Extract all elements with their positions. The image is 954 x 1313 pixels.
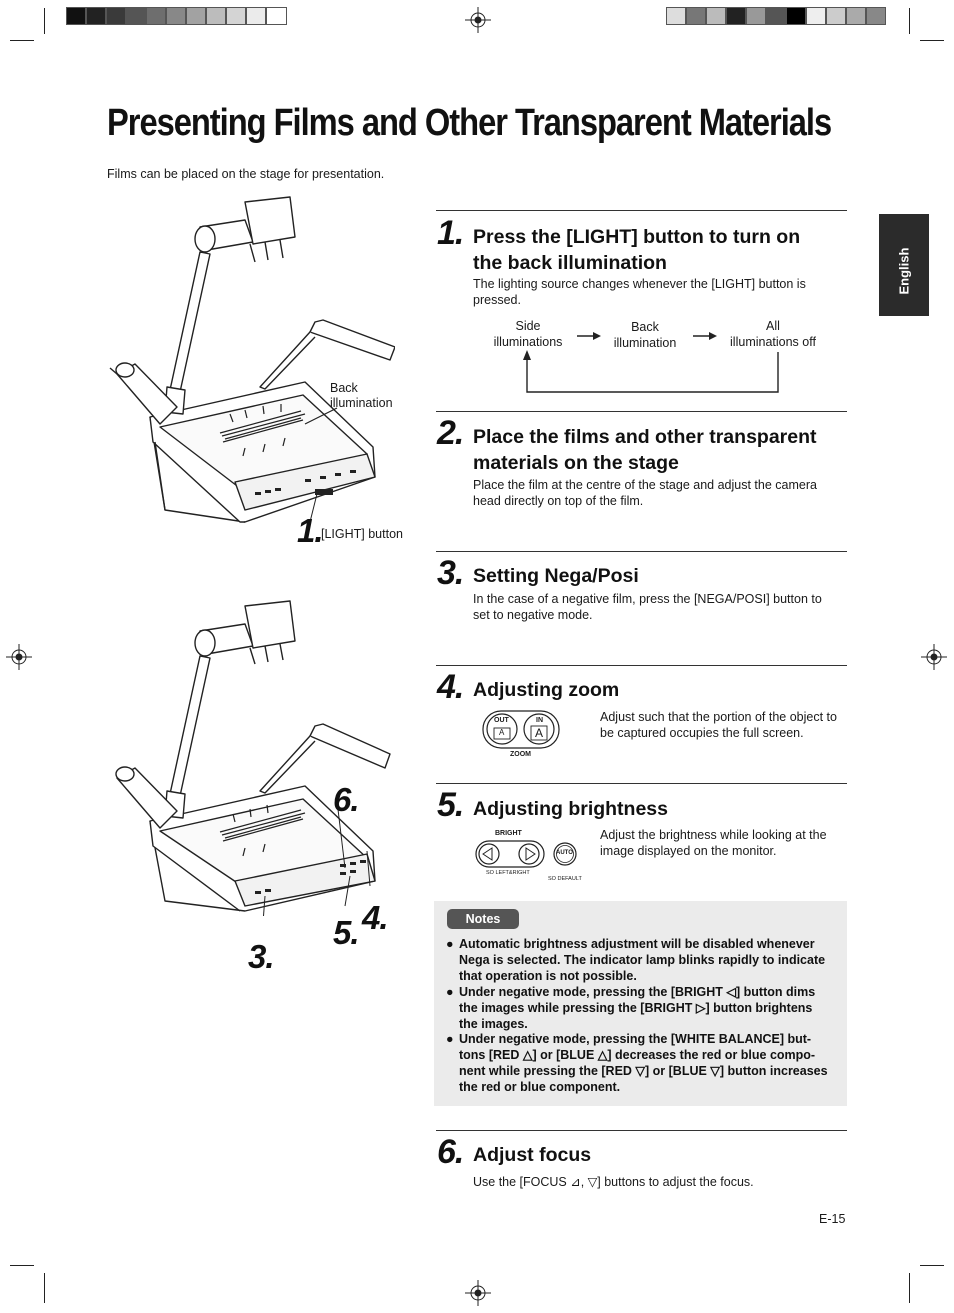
step-4-heading: Adjusting zoom bbox=[473, 679, 620, 701]
step-1-body-line1: The lighting source changes whenever the… bbox=[473, 277, 806, 291]
step-5-rule bbox=[436, 783, 847, 784]
registration-mark-top-icon bbox=[465, 7, 491, 33]
back-illumination-label: Back illumination bbox=[330, 381, 393, 411]
zoom-caption: ZOOM bbox=[510, 751, 531, 758]
callout-step-5: 5. bbox=[333, 914, 360, 951]
step-5-body-line2: image displayed on the monitor. bbox=[600, 844, 777, 858]
step-2-heading: Place the films and other transparent ma… bbox=[473, 424, 817, 476]
step-3-heading: Setting Nega/Posi bbox=[473, 565, 639, 587]
note-1-line3: that operation is not possible. bbox=[459, 969, 637, 983]
zoom-in-button[interactable]: IN bbox=[536, 717, 543, 724]
flow-side-illuminations: Side illuminations bbox=[478, 318, 578, 350]
page-title: Presenting Films and Other Transparent M… bbox=[107, 102, 832, 144]
flow-side-line2: illuminations bbox=[493, 335, 563, 349]
step-5-body: Adjust the brightness while looking at t… bbox=[600, 827, 827, 859]
step-6-number: 6. bbox=[437, 1133, 464, 1171]
step-1-heading-line1: Press the [LIGHT] button to turn on bbox=[473, 226, 801, 248]
step-4-body: Adjust such that the portion of the obje… bbox=[600, 709, 837, 741]
step-3-body-line2: set to negative mode. bbox=[473, 608, 593, 622]
note-item-2: ● Under negative mode, pressing the [BRI… bbox=[446, 984, 838, 1032]
step-3-body: In the case of a negative film, press th… bbox=[473, 591, 822, 623]
visual-presenter-illustration-2 bbox=[115, 600, 391, 916]
notes-badge: Notes bbox=[447, 909, 519, 929]
step-6-rule bbox=[436, 1130, 847, 1131]
note-3-line2: tons [RED △] or [BLUE △] decreases the r… bbox=[459, 1048, 816, 1062]
bright-caption-right: SO DEFAULT bbox=[548, 876, 582, 882]
flow-back-illumination: Back illumination bbox=[600, 319, 690, 351]
step-4-number: 4. bbox=[437, 668, 464, 706]
step-6-heading: Adjust focus bbox=[473, 1144, 592, 1166]
step-2-body-line1: Place the film at the centre of the stag… bbox=[473, 478, 817, 492]
flow-back-line1: Back bbox=[631, 320, 659, 334]
registration-mark-right-icon bbox=[921, 644, 947, 670]
step-5-number: 5. bbox=[437, 786, 464, 824]
bullet-icon: ● bbox=[446, 937, 454, 951]
step-1-body-line2: pressed. bbox=[473, 293, 521, 307]
intro-text: Films can be placed on the stage for pre… bbox=[107, 167, 385, 181]
flow-off-line2: illuminations off bbox=[730, 335, 816, 349]
step-2-number: 2. bbox=[437, 414, 464, 452]
bullet-icon: ● bbox=[446, 985, 454, 999]
bright-buttons-drawing bbox=[475, 840, 577, 868]
light-button-label: [LIGHT] button bbox=[321, 527, 403, 541]
step-4-rule bbox=[436, 665, 847, 666]
step-5-heading: Adjusting brightness bbox=[473, 798, 668, 820]
note-3-line3: nent while pressing the [RED ▽] or [BLUE… bbox=[459, 1064, 828, 1078]
bright-up-button[interactable] bbox=[523, 847, 535, 859]
zoom-out-button[interactable]: OUT bbox=[494, 717, 509, 724]
bright-label: BRIGHT bbox=[495, 830, 522, 837]
callout-step-3: 3. bbox=[248, 938, 275, 975]
registration-mark-left-icon bbox=[6, 644, 32, 670]
step-3-body-line1: In the case of a negative film, press th… bbox=[473, 592, 822, 606]
callout-step-6: 6. bbox=[333, 781, 360, 818]
step-2-heading-line2: materials on the stage bbox=[473, 452, 679, 474]
step-1-body: The lighting source changes whenever the… bbox=[473, 276, 806, 308]
notes-box bbox=[434, 901, 847, 1106]
step-2-heading-line1: Place the films and other transparent bbox=[473, 426, 817, 448]
step-3-rule bbox=[436, 551, 847, 552]
step-4-body-line2: be captured occupies the full screen. bbox=[600, 726, 804, 740]
callout-step-1: 1. bbox=[297, 512, 324, 549]
page-number: E-15 bbox=[819, 1212, 846, 1226]
step-2-body: Place the film at the centre of the stag… bbox=[473, 477, 817, 509]
note-2-line1: Under negative mode, pressing the [BRIGH… bbox=[459, 985, 816, 999]
flow-off-line1: All bbox=[766, 319, 780, 333]
flow-arrows bbox=[523, 332, 779, 393]
zoom-out-key: A bbox=[499, 728, 505, 737]
callout-step-4: 4. bbox=[362, 899, 389, 936]
note-3-line4: the red or blue component. bbox=[459, 1080, 621, 1094]
visual-presenter-illustration-1 bbox=[109, 196, 395, 523]
step-4-body-line1: Adjust such that the portion of the obje… bbox=[600, 710, 837, 724]
zoom-buttons-drawing bbox=[482, 710, 560, 749]
zoom-in-key: A bbox=[535, 726, 544, 740]
back-illumination-label-line1: Back bbox=[330, 381, 358, 395]
bright-down-button[interactable] bbox=[483, 847, 495, 859]
flow-all-off: All illuminations off bbox=[717, 318, 829, 350]
flow-side-line1: Side bbox=[515, 319, 541, 333]
flow-back-line2: illumination bbox=[613, 336, 677, 350]
step-1-number: 1. bbox=[437, 214, 464, 252]
step-1-heading-line2: the back illumination bbox=[473, 252, 667, 274]
step-1-rule bbox=[436, 210, 847, 211]
step-5-body-line1: Adjust the brightness while looking at t… bbox=[600, 828, 827, 842]
language-tab-label: English bbox=[896, 247, 912, 295]
registration-mark-bottom-icon bbox=[465, 1280, 491, 1306]
note-1-line2: Nega is selected. The indicator lamp bli… bbox=[459, 953, 826, 967]
note-1-line1: Automatic brightness adjustment will be … bbox=[459, 937, 815, 951]
bright-caption-left: SO LEFT&RIGHT bbox=[486, 870, 530, 876]
step-6-body: Use the [FOCUS ⊿, ▽] buttons to adjust t… bbox=[473, 1175, 754, 1189]
back-illumination-label-line2: illumination bbox=[330, 396, 393, 410]
note-3-line1: Under negative mode, pressing the [WHITE… bbox=[459, 1032, 812, 1046]
note-item-3: ● Under negative mode, pressing the [WHI… bbox=[446, 1031, 838, 1095]
language-tab: English bbox=[879, 214, 929, 316]
bullet-icon: ● bbox=[446, 1032, 454, 1046]
note-2-line2: the images while pressing the [BRIGHT ▷]… bbox=[459, 1001, 813, 1015]
note-item-1: ● Automatic brightness adjustment will b… bbox=[446, 936, 838, 984]
step-1-heading: Press the [LIGHT] button to turn on the … bbox=[473, 224, 800, 276]
step-2-rule bbox=[436, 411, 847, 412]
note-2-line3: the images. bbox=[459, 1017, 528, 1031]
step-3-number: 3. bbox=[437, 554, 464, 592]
step-2-body-line2: head directly on top of the film. bbox=[473, 494, 644, 508]
bright-auto-button[interactable]: AUTO bbox=[556, 850, 573, 856]
